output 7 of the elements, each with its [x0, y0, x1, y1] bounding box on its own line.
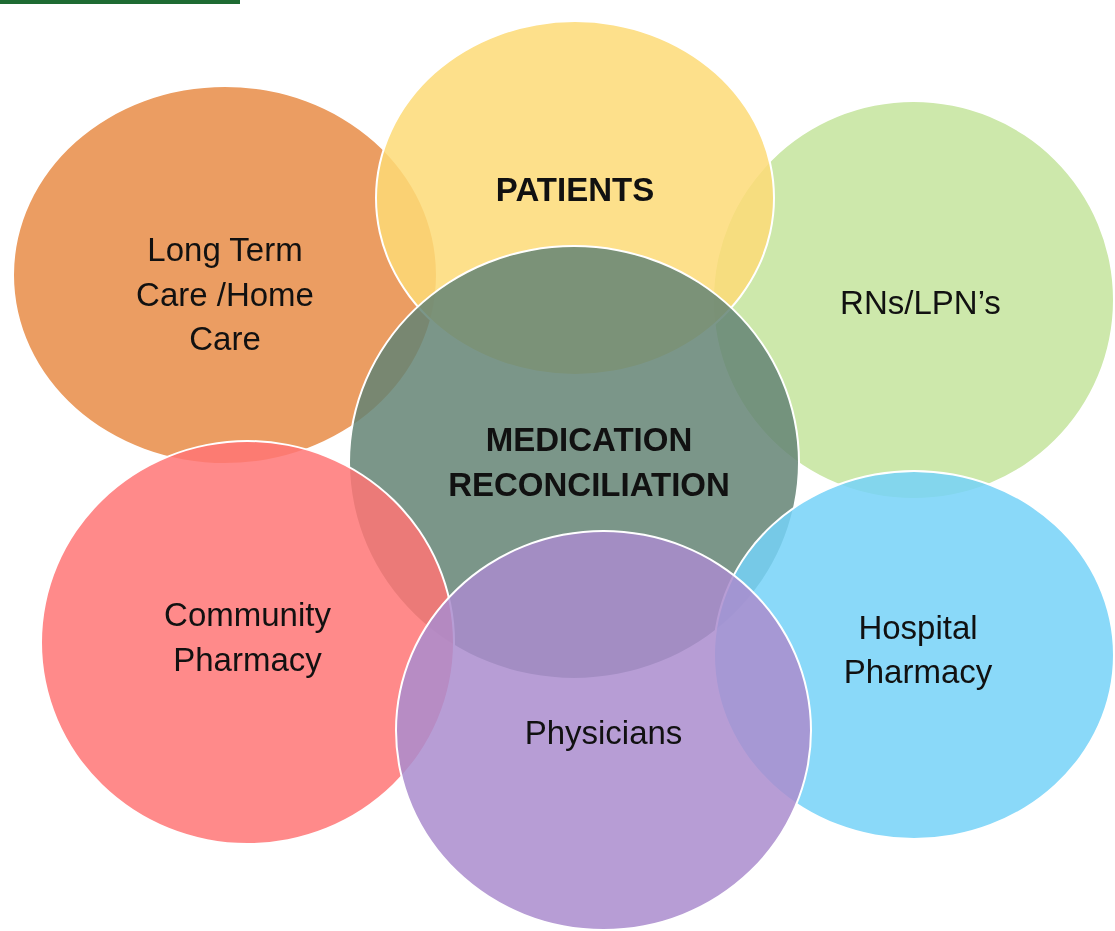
- circle-label: PATIENTS: [494, 169, 656, 210]
- circle-label: MEDICATION RECONCILIATION: [447, 420, 731, 505]
- circle-label: RNs/LPN’s: [839, 282, 1002, 323]
- circle-label: Community Pharmacy: [163, 595, 332, 680]
- circle-label: Physicians: [523, 713, 684, 753]
- circle-label: Hospital Pharmacy: [842, 607, 994, 693]
- circle-label: Long Term Care /Home Care: [135, 230, 315, 360]
